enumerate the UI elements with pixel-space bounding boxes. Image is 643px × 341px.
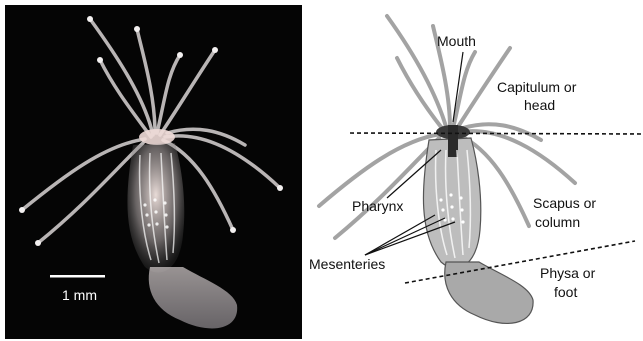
photo-panel: 1 mm bbox=[5, 5, 302, 339]
scapus-label-line2: column bbox=[535, 214, 580, 231]
sea-anemone-photo bbox=[5, 5, 302, 339]
pharynx-label: Pharynx bbox=[352, 198, 403, 215]
scale-bar bbox=[50, 275, 105, 278]
mouth-label: Mouth bbox=[437, 33, 476, 50]
physa-label-line2: foot bbox=[554, 284, 577, 301]
scale-bar-label: 1 mm bbox=[62, 287, 97, 303]
drawing-panel: Mouth Capitulum or head Pharynx Scapus o… bbox=[305, 0, 643, 341]
sea-anemone-drawing bbox=[305, 0, 643, 341]
capitulum-label-line1: Capitulum or bbox=[497, 79, 576, 96]
scapus-label-line1: Scapus or bbox=[533, 195, 596, 212]
mesenteries-label: Mesenteries bbox=[309, 256, 385, 273]
physa-label-line1: Physa or bbox=[540, 265, 595, 282]
capitulum-label-line2: head bbox=[524, 97, 555, 114]
